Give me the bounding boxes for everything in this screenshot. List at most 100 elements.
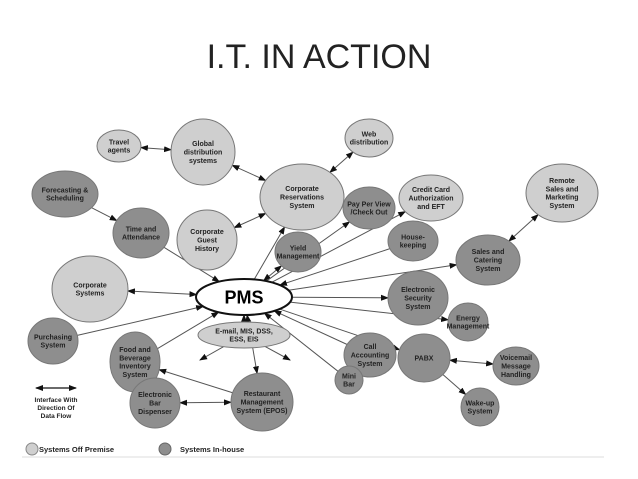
node-forecast-label: Scheduling xyxy=(46,196,84,203)
node-purchasing-label: Purchasing xyxy=(34,334,72,341)
node-wakeup-shape xyxy=(460,387,500,427)
node-food-label: System xyxy=(123,372,148,379)
node-time-shape xyxy=(112,207,170,259)
edge-pms-sales xyxy=(288,262,458,291)
node-callacct-shape xyxy=(343,332,397,378)
edge-email-out-1 xyxy=(264,346,291,361)
edge-pabx-voicemail xyxy=(448,357,495,367)
node-corpguest-label: Guest xyxy=(197,237,218,244)
node-restaurant-label: Management xyxy=(241,399,284,406)
edges xyxy=(77,145,539,406)
node-forecast: Forecasting & Scheduling xyxy=(31,170,99,218)
node-pms-label: PMS xyxy=(224,287,263,307)
node-gds-label: Global xyxy=(192,141,214,148)
node-minibar-shape xyxy=(334,365,364,395)
node-email: E-mail, MIS, DSS, ESS, EIS xyxy=(197,321,291,349)
node-pabx-shape xyxy=(397,333,451,383)
node-energy-label: Energy xyxy=(456,315,480,322)
node-callacct-label: Accounting xyxy=(351,352,390,359)
node-remote-label: System xyxy=(550,203,575,210)
node-minibar-label: Bar xyxy=(343,382,355,389)
node-sales-label: System xyxy=(476,266,501,273)
edge-callacct-pms xyxy=(273,310,348,345)
node-forecast-shape xyxy=(31,170,99,218)
node-voicemail-shape xyxy=(492,346,540,386)
node-security-label: Electronic xyxy=(401,287,435,294)
edge-minibar-pms xyxy=(263,312,339,372)
node-corpsys-label: Systems xyxy=(76,291,105,298)
legend-arrow-label-3: Data Flow xyxy=(41,413,73,420)
edge-restaurant-food xyxy=(158,368,233,394)
node-pms-shape xyxy=(195,278,293,316)
node-corpsys-label: Corporate xyxy=(73,282,107,289)
node-gds-label: distribution xyxy=(184,149,223,156)
node-remote-label: Remote xyxy=(549,178,575,185)
node-email-label: ESS, EIS xyxy=(229,337,259,344)
node-callacct-label: System xyxy=(358,361,383,368)
node-corpguest-shape xyxy=(176,209,238,271)
node-security-label: System xyxy=(406,304,431,311)
node-corpres-shape xyxy=(259,163,345,231)
node-web-label: Web xyxy=(362,131,377,138)
node-gds-label: systems xyxy=(189,158,217,165)
node-energy-label: Management xyxy=(447,324,490,331)
node-elecbar-label: Bar xyxy=(149,400,161,407)
node-pabx: PABX xyxy=(397,333,451,383)
node-forecast-label: Forecasting & xyxy=(42,187,89,194)
node-voicemail-label: Message xyxy=(501,363,531,370)
node-travel-label: agents xyxy=(108,148,131,155)
node-wakeup-label: Wake-up xyxy=(466,400,495,407)
node-corpguest-label: History xyxy=(195,246,219,253)
node-sales-label: Sales and xyxy=(472,249,505,256)
edge-corpres-web xyxy=(329,151,354,174)
node-wakeup-label: System xyxy=(468,409,493,416)
node-food-label: Food and xyxy=(119,347,151,354)
node-voicemail-label: Voicemail xyxy=(500,355,532,362)
node-callacct-label: Call xyxy=(364,344,377,351)
node-email-label: E-mail, MIS, DSS, xyxy=(215,328,273,335)
node-energy-shape xyxy=(447,302,489,342)
node-sales-shape xyxy=(455,234,521,286)
node-security-shape xyxy=(387,270,449,326)
node-remote-shape xyxy=(525,163,599,223)
node-elecbar-shape xyxy=(129,377,181,429)
node-corpguest-label: Corporate xyxy=(190,229,224,236)
edge-pms-corpres xyxy=(253,226,286,280)
node-time-label: Time and xyxy=(126,226,157,233)
legend-in-house-label: Systems In-house xyxy=(180,445,244,454)
node-food-label: Inventory xyxy=(119,364,151,371)
legend-off-premise-swatch xyxy=(25,442,39,456)
edge-food-pms xyxy=(157,311,220,350)
legend-arrow-label-2: Direction Of xyxy=(37,405,75,412)
node-security-label: Security xyxy=(404,295,432,302)
edge-sales-remote xyxy=(508,213,539,242)
node-purchasing-label: System xyxy=(41,343,66,350)
node-housekeeping: House-keeping xyxy=(387,220,439,262)
node-remote-label: Marketing xyxy=(545,195,578,202)
node-web-shape xyxy=(344,118,394,158)
legend-off-premise-label: Systems Off Premise xyxy=(39,445,114,454)
node-yield-label: Yield xyxy=(290,245,306,252)
node-credit-shape xyxy=(398,174,464,222)
node-restaurant-label: System (EPOS) xyxy=(237,408,288,415)
edge-travel-gds xyxy=(139,145,173,153)
node-voicemail-label: Handling xyxy=(501,372,531,379)
node-email-shape xyxy=(197,321,291,349)
edge-pms-security xyxy=(291,294,390,301)
node-purchasing-shape xyxy=(27,317,79,365)
